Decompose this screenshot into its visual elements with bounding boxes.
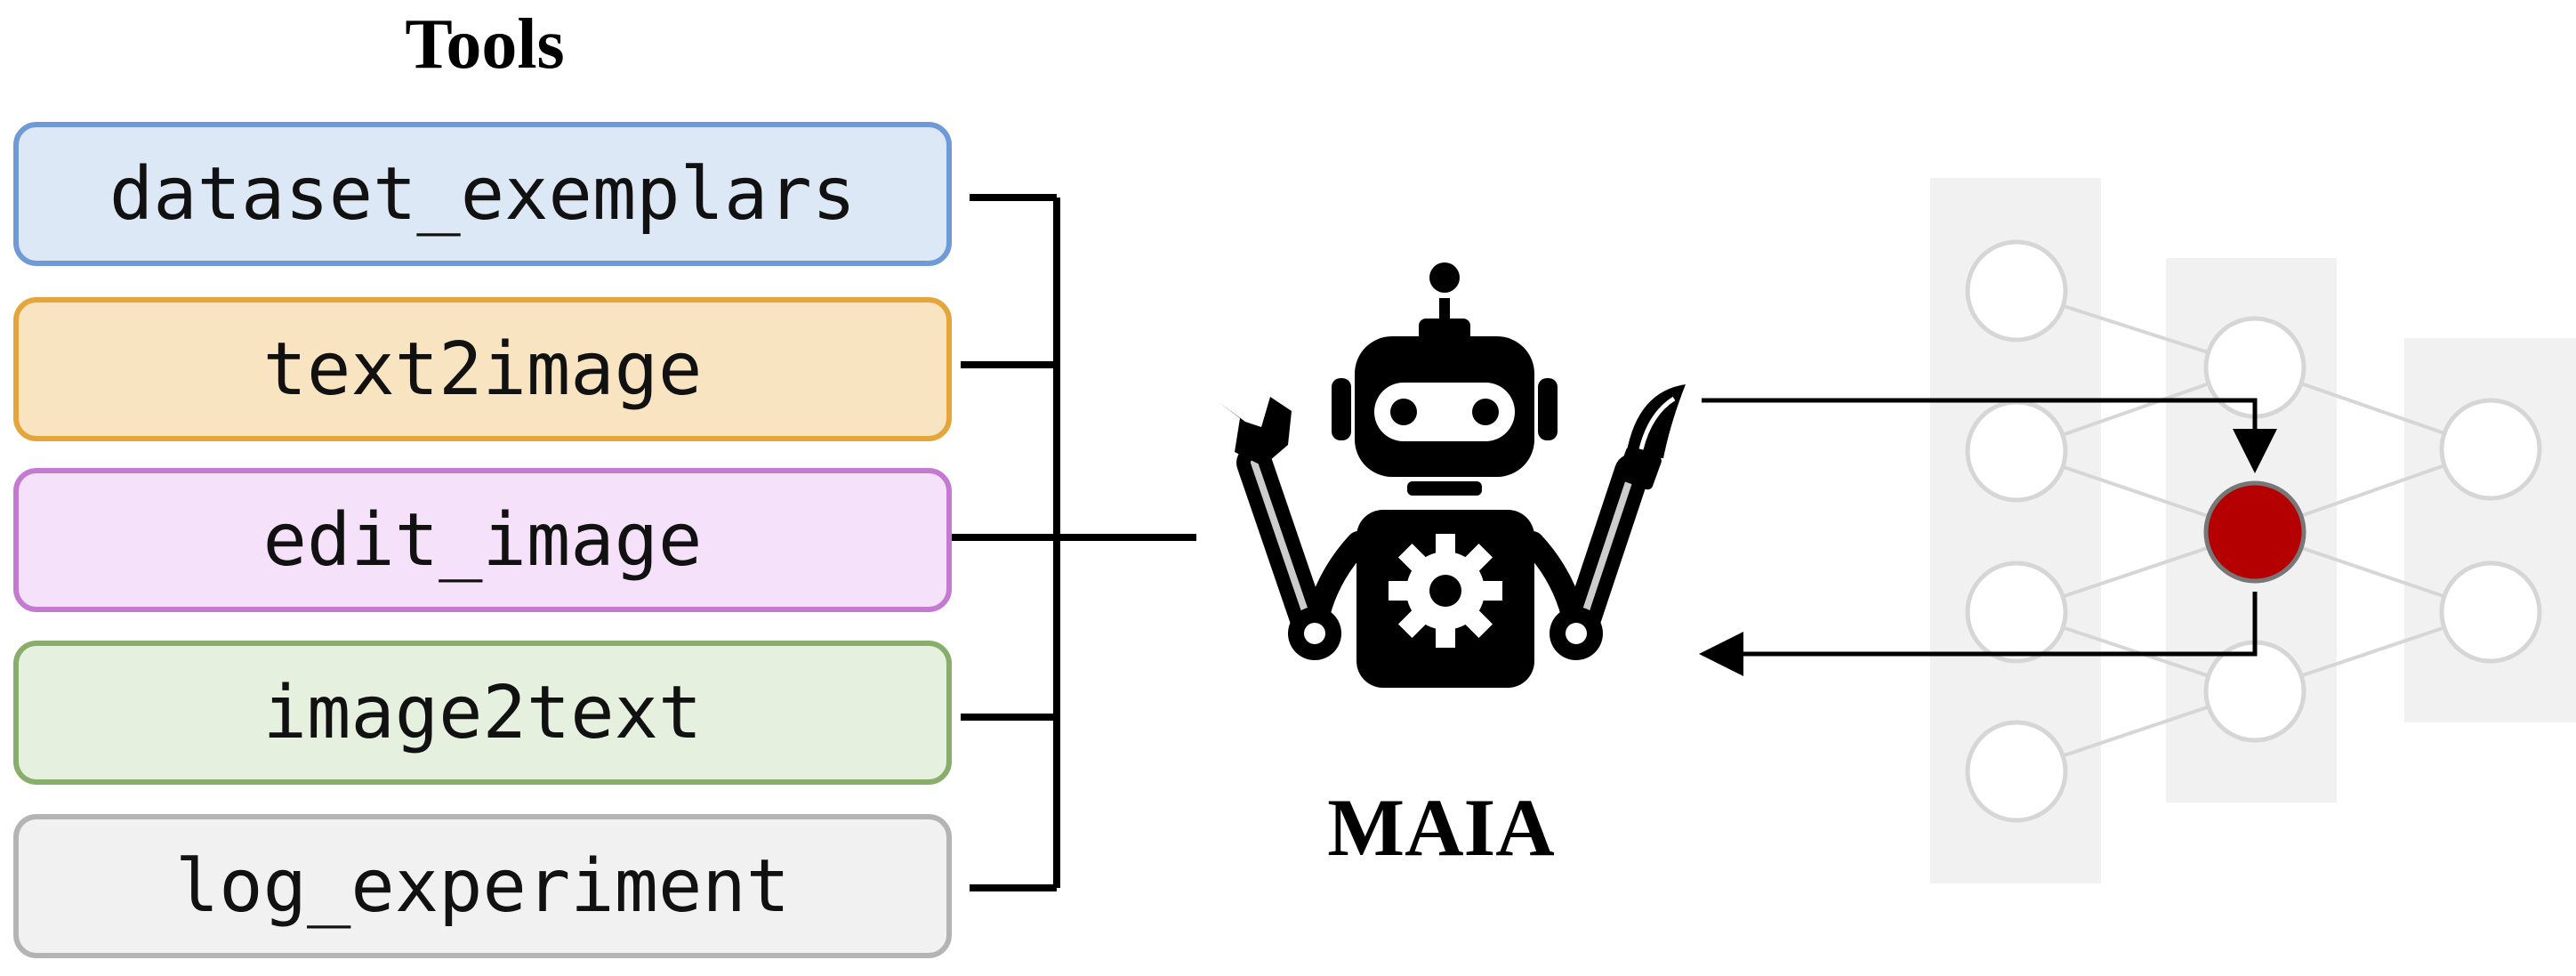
neuron (1965, 720, 2068, 823)
tool-image2text: image2text (13, 641, 952, 785)
tools-bracket (952, 194, 1196, 891)
neuron (1965, 399, 2068, 503)
paintbrush-icon (1550, 384, 1686, 660)
tools-title: Tools (405, 5, 565, 84)
neuron (2439, 398, 2542, 501)
neuron (1965, 561, 2068, 664)
neuron (2439, 561, 2542, 664)
neural-network-icon (1930, 178, 2576, 883)
gear-icon (1389, 534, 1502, 648)
tool-text2image: text2image (13, 297, 952, 441)
wrench-icon (1219, 397, 1341, 660)
query-arrow (1702, 398, 2277, 473)
response-arrow (1699, 592, 2258, 676)
neuron (1965, 239, 2068, 343)
interaction-arrows (1699, 398, 2277, 676)
network-layer-panel (2404, 338, 2576, 722)
tool-log-experiment: log_experiment (13, 814, 952, 958)
tool-dataset-exemplars: dataset_exemplars (13, 122, 952, 266)
tool-edit-image: edit_image (13, 468, 952, 612)
target-neuron (2203, 480, 2306, 584)
agent-label: MAIA (1327, 782, 1555, 873)
robot-icon (1305, 262, 1586, 688)
neuron (2203, 640, 2306, 743)
